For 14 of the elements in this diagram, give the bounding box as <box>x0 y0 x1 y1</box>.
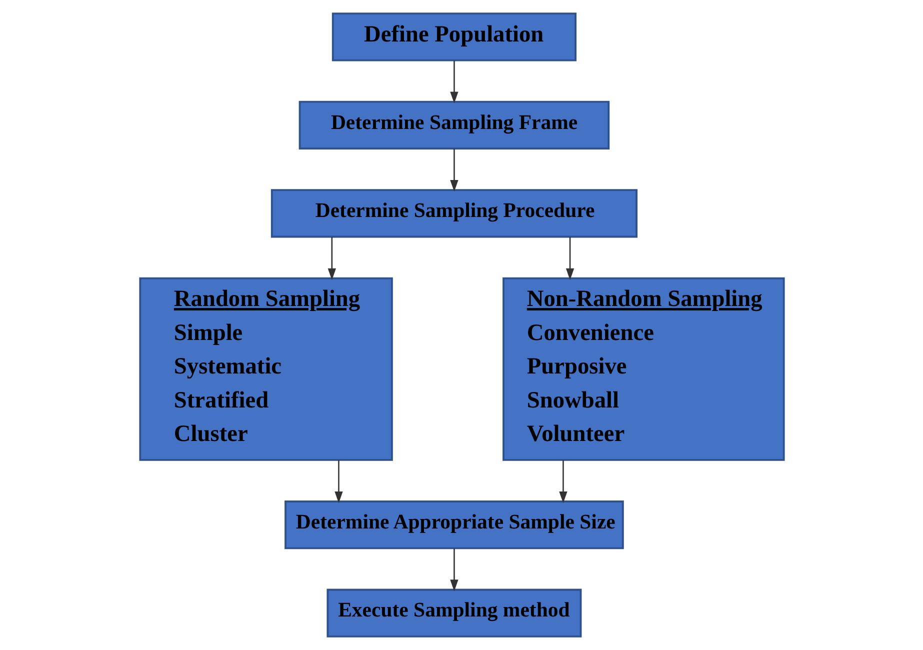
node-box: Define Population <box>331 12 576 62</box>
arrow <box>450 548 458 592</box>
arrow <box>334 460 342 504</box>
arrow <box>558 460 567 504</box>
arrow <box>450 60 458 104</box>
arrow <box>565 237 574 280</box>
node-box: Determine Sampling Frame <box>298 100 610 150</box>
node-box: Determine Appropriate Sample Size <box>284 500 624 550</box>
arrow <box>450 148 458 192</box>
arrow <box>327 237 336 280</box>
node-box: Determine Sampling Procedure <box>270 189 637 238</box>
node-box: Random Sampling Simple Systematic Stratified Cluster <box>138 277 392 461</box>
node-box: Execute Sampling method <box>326 588 582 638</box>
node-box: Non-Random Sampling Convenience Purposive Snowball Volunteer <box>502 277 784 461</box>
